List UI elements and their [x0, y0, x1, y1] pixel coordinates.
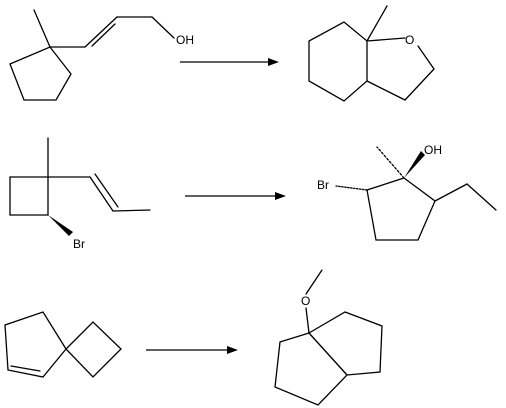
hydroxyl-label: OH [424, 143, 442, 157]
arrow-head-3 [227, 346, 238, 354]
alkene-bond-inner [91, 23, 116, 47]
wedge-bond [48, 215, 73, 236]
o-c-bond [417, 45, 435, 70]
cyclohexane-ring [308, 21, 368, 102]
bond [151, 16, 175, 39]
product-1-molecule: O [308, 5, 435, 102]
wedge-bond [404, 151, 425, 178]
reactant-2-molecule: Br [9, 137, 151, 251]
cyclopentane-ring [366, 177, 436, 241]
bond [366, 80, 406, 101]
c-o-bond [366, 37, 406, 42]
alkene-bond-inner [94, 173, 119, 208]
cyclopentene-ring [4, 311, 67, 378]
cyclobutane-ring [65, 321, 122, 378]
bromine-label: Br [317, 178, 329, 192]
bond [466, 183, 497, 211]
methyl-bond [33, 9, 51, 48]
c-o-bond [305, 307, 310, 334]
reaction-3: O [4, 269, 383, 406]
cyclobutane-ring [9, 176, 49, 216]
bond [434, 183, 468, 202]
cyclopentane-ring [9, 46, 72, 101]
hash-bond [335, 185, 368, 191]
reaction-2: Br OH Br [9, 137, 497, 251]
reaction-1: OH O [9, 5, 435, 102]
alkene-bond [89, 176, 114, 212]
product-3-molecule: O [274, 269, 383, 406]
arrow-head-1 [268, 58, 279, 66]
reactant-1-molecule: OH [9, 9, 194, 101]
methyl-bond [376, 146, 405, 179]
reactant-3-molecule [4, 311, 122, 378]
hydroxyl-label: OH [176, 33, 194, 47]
alkene-bond-inner [10, 365, 41, 372]
arrow-head-2 [275, 192, 286, 200]
oxygen-label: O [405, 33, 414, 47]
o-methyl-bond [305, 269, 323, 295]
bromine-label: Br [73, 237, 85, 251]
cyclopentane-ring-right [307, 311, 383, 376]
oxygen-label: O [301, 294, 310, 308]
bond [112, 209, 151, 212]
methyl-bond [366, 5, 388, 42]
alkene-bond [84, 16, 118, 48]
bond [404, 68, 435, 101]
cyclopentane-ring-left [274, 332, 348, 406]
product-2-molecule: OH Br [317, 143, 497, 241]
